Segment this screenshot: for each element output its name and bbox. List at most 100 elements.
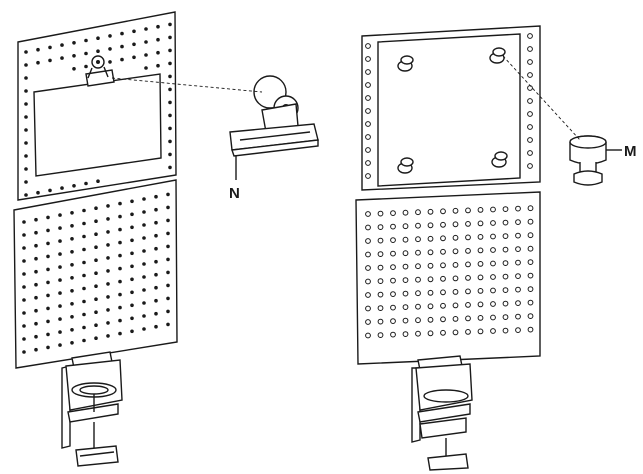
pegboard-hole <box>377 224 384 231</box>
pegboard-hole <box>142 327 146 331</box>
pegboard-hole <box>377 305 384 312</box>
pegboard-hole <box>415 290 421 297</box>
knob-accessory: M <box>502 55 637 186</box>
pegboard-hole <box>106 308 110 312</box>
pegboard-hole <box>130 316 134 321</box>
pegboard-hole <box>94 232 98 236</box>
pegboard-hole <box>166 205 170 210</box>
pegboard-hole <box>477 220 484 227</box>
pegboard-hole <box>118 240 122 245</box>
pegboard-hole <box>36 60 40 65</box>
pegboard-hole <box>166 192 170 197</box>
pegboard-hole <box>427 316 434 323</box>
pegboard-hole <box>70 250 74 254</box>
pegboard-hole <box>132 55 136 60</box>
pegboard-hole <box>142 275 146 279</box>
pegboard-hole <box>70 302 74 306</box>
pegboard-hole <box>46 254 50 259</box>
pegboard-hole <box>120 44 124 49</box>
pegboard-hole <box>168 61 172 66</box>
pegboard-hole <box>402 331 409 338</box>
left-bottom-pegboard-holes <box>22 192 170 354</box>
pegboard-hole <box>390 223 396 230</box>
pegboard-hole <box>154 207 158 212</box>
vesa-stud-bottom-right <box>491 151 508 168</box>
pegboard-hole <box>490 274 496 280</box>
pegboard-hole <box>365 251 371 258</box>
vesa-stud-top-right <box>489 47 506 64</box>
vesa-stud-bottom-left <box>397 157 414 174</box>
pegboard-hole <box>154 298 158 303</box>
pegboard-hole <box>106 256 110 260</box>
pegboard-hole <box>96 36 100 40</box>
pegboard-hole <box>58 330 62 334</box>
pegboard-hole <box>365 95 371 101</box>
pegboard-hole <box>82 299 86 304</box>
pegboard-hole <box>527 272 534 279</box>
pegboard-hole <box>94 206 98 210</box>
left-mounted-clip <box>85 55 115 87</box>
pegboard-hole <box>365 121 371 127</box>
pegboard-hole <box>452 275 459 282</box>
pegboard-hole <box>390 291 396 298</box>
pegboard-hole <box>365 160 371 166</box>
pegboard-hole <box>390 210 396 217</box>
pegboard-hole <box>70 237 74 241</box>
pegboard-hole <box>106 269 110 273</box>
pegboard-hole <box>415 276 421 283</box>
pegboard-hole <box>106 230 110 234</box>
pegboard-hole <box>142 262 146 266</box>
pegboard-hole <box>156 50 160 55</box>
pegboard-hole <box>168 35 172 40</box>
pegboard-hole <box>166 244 170 249</box>
pegboard-hole <box>427 276 434 283</box>
pegboard-hole <box>142 288 146 292</box>
pegboard-hole <box>465 234 471 241</box>
pegboard-hole <box>24 76 28 80</box>
clip-accessory: N <box>111 75 319 202</box>
pegboard-hole <box>58 265 62 269</box>
pegboard-hole <box>515 273 521 280</box>
pegboard-hole <box>365 332 371 339</box>
pegboard-hole <box>154 259 158 264</box>
pegboard-hole <box>415 209 421 216</box>
pegboard-hole <box>24 89 28 93</box>
pegboard-hole <box>390 277 396 284</box>
pegboard-hole <box>377 264 384 271</box>
pegboard-hole <box>365 211 371 217</box>
pegboard-hole <box>402 290 409 297</box>
vesa-stud-top-left <box>397 55 414 72</box>
pegboard-hole <box>365 147 371 153</box>
pegboard-hole <box>402 223 409 230</box>
pegboard-hole <box>502 233 509 240</box>
pegboard-hole <box>390 318 396 325</box>
pegboard-hole <box>490 206 496 213</box>
pegboard-hole <box>490 220 496 226</box>
knob-body <box>569 135 607 186</box>
pegboard-hole <box>48 188 52 193</box>
pegboard-hole <box>60 43 64 47</box>
pegboard-hole <box>527 98 533 104</box>
pegboard-hole <box>390 237 396 244</box>
pegboard-hole <box>34 321 38 326</box>
pegboard-hole <box>502 219 509 226</box>
pegboard-hole <box>34 282 38 287</box>
pegboard-hole <box>365 224 371 231</box>
pegboard-hole <box>365 265 371 271</box>
pegboard-hole <box>477 207 484 213</box>
pegboard-hole <box>377 237 384 244</box>
pegboard-hole <box>527 137 533 143</box>
clip-callout-label: N <box>229 185 240 202</box>
pegboard-hole <box>118 214 122 219</box>
pegboard-hole <box>46 306 50 311</box>
pegboard-hole <box>142 197 146 201</box>
pegboard-hole <box>60 56 64 60</box>
pegboard-hole <box>365 69 371 75</box>
pegboard-hole <box>22 220 26 224</box>
pegboard-hole <box>477 234 484 240</box>
pegboard-hole <box>82 273 86 278</box>
pegboard-hole <box>427 289 434 296</box>
pegboard-hole <box>527 150 533 156</box>
pegboard-hole <box>118 292 122 297</box>
pegboard-hole <box>365 43 371 49</box>
